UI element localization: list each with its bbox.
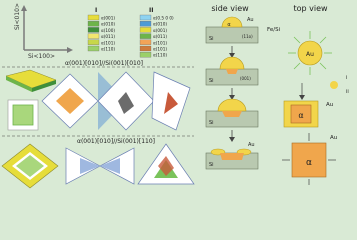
legend-item-label: α(010): [101, 22, 115, 27]
legend-swatch: [139, 21, 152, 27]
legend-item-label: α(110): [101, 47, 115, 52]
step-arrowhead-1: [229, 53, 235, 58]
legend-item-label: α(001): [101, 16, 115, 21]
legend-swatch: [87, 27, 100, 33]
legend-item-label: α(011): [153, 34, 167, 39]
legend-swatch: [139, 39, 152, 45]
alpha-label-step1: α: [227, 22, 231, 28]
legend-item-label: α(001): [153, 28, 167, 33]
small-droplet: [330, 81, 338, 89]
au-droplet-step2: [219, 56, 245, 70]
legend-swatch: [139, 14, 152, 21]
side-view-svg: α Au Si (11o) Si (001) Si: [205, 16, 259, 170]
alpha-crystal-step4: [220, 153, 244, 160]
legend-swatch: [139, 27, 152, 33]
x-axis-arrowhead: [67, 47, 73, 53]
alpha-square-mid: [290, 104, 312, 124]
legend-col2-header: II: [149, 7, 153, 14]
legend-item-label: α(101): [101, 40, 115, 45]
alpha-square-bottom: [291, 142, 327, 178]
au-label-top: Au: [306, 51, 314, 58]
legend-item-label: α(100): [101, 28, 115, 33]
x-axis-label: Si<100>: [28, 53, 55, 60]
au-droplet-top: [297, 40, 323, 66]
legend-col1-header: I: [95, 7, 97, 14]
bowtie-right-core: [100, 158, 120, 174]
au-label-step1: Au: [247, 17, 254, 23]
kite-core: [164, 92, 178, 114]
label-ii: ii: [346, 89, 349, 95]
legend-swatch: [139, 52, 152, 58]
crystal-3d-row1-front: [32, 80, 56, 92]
legend-swatch: [139, 33, 152, 39]
side-view-title: side view: [211, 4, 249, 13]
au-label-mid: Au: [326, 102, 333, 108]
step-arrowhead-3: [229, 137, 235, 142]
relation-label-top: α(001)[010]//Si(001)[010]: [65, 60, 143, 67]
legend-item-label: α(101): [153, 40, 167, 45]
legend-swatch: [87, 14, 100, 21]
plane-label-110: (11o): [242, 34, 253, 39]
label-i: i: [346, 75, 347, 81]
crystal-row2-core: [16, 155, 44, 177]
step-arrowhead-2: [229, 95, 235, 100]
top-view-panel: top view Fe/Si Au i ii: [264, 0, 357, 189]
diamond-b-core: [118, 92, 134, 114]
legend-swatch: [87, 33, 100, 39]
diamond-a-core: [56, 88, 84, 114]
legend-svg: I II α(001)α(010)α(100)α(011)α(101)α(110…: [87, 7, 174, 58]
plane-label-001-a: (001): [240, 76, 251, 81]
top-view-svg: Fe/Si Au i ii α Au: [267, 27, 349, 185]
fesi-label: Fe/Si: [267, 27, 281, 33]
au-droplet-step3: [217, 98, 247, 112]
relation-label-bottom: α(001)[010]//Si(001)[110]: [77, 138, 155, 145]
orientation-panel: α(001)[010]//Si(001)[010] α(001)[010]//S…: [1, 60, 195, 189]
au-label-bottom: Au: [330, 135, 337, 141]
legend-col2: α(0.5 0 0)α(010)α(001)α(011)α(101)α(101)…: [139, 14, 174, 58]
y-axis-label: Si<010>: [14, 3, 21, 30]
legend-swatch: [87, 39, 100, 45]
legend-swatch: [87, 45, 100, 52]
triangle-c-facet: [158, 156, 174, 176]
bowtie-left-core: [80, 158, 100, 174]
crystal-3d-row1-side: [6, 76, 32, 92]
au-droplet-step1: [221, 16, 243, 28]
alpha-label-bottom: α: [306, 158, 312, 168]
au-label-step4: Au: [248, 142, 255, 148]
alpha-crystal-step3: [222, 111, 242, 117]
y-axis-arrowhead: [21, 5, 27, 11]
legend: I II α(001)α(010)α(100)α(011)α(101)α(110…: [82, 5, 187, 58]
alpha-crystal-step2: [226, 69, 238, 74]
figure-root: Si<010> Si<100> I II α(001)α(010)α(100)α…: [1, 0, 357, 189]
side-view-panel: side view α Au Si (11o) Si (001) Si: [198, 0, 262, 189]
si-label-step4: Si: [209, 162, 214, 168]
axes-panel: Si<010> Si<100>: [14, 3, 73, 60]
legend-item-label: α(0.5 0 0): [153, 16, 174, 21]
legend-swatch: [139, 45, 152, 52]
top-view-title: top view: [293, 4, 328, 13]
legend-item-label: α(110): [153, 53, 167, 58]
legend-item-label: α(010): [153, 22, 167, 27]
alpha-label-mid: α: [298, 111, 303, 120]
bottom-arrows: [282, 133, 336, 185]
square-inner-row1: [12, 104, 34, 126]
legend-item-label: α(101): [153, 47, 167, 52]
si-label-step2: Si: [209, 78, 214, 84]
legend-col1: α(001)α(010)α(100)α(011)α(101) α(110): [87, 14, 115, 52]
legend-swatch: [87, 21, 100, 27]
si-label-step1: Si: [209, 36, 214, 42]
legend-item-label: α(011): [101, 34, 115, 39]
top-arrowhead-1: [299, 95, 305, 100]
si-label-step3: Si: [209, 120, 214, 126]
radial-arrows: [288, 31, 332, 75]
